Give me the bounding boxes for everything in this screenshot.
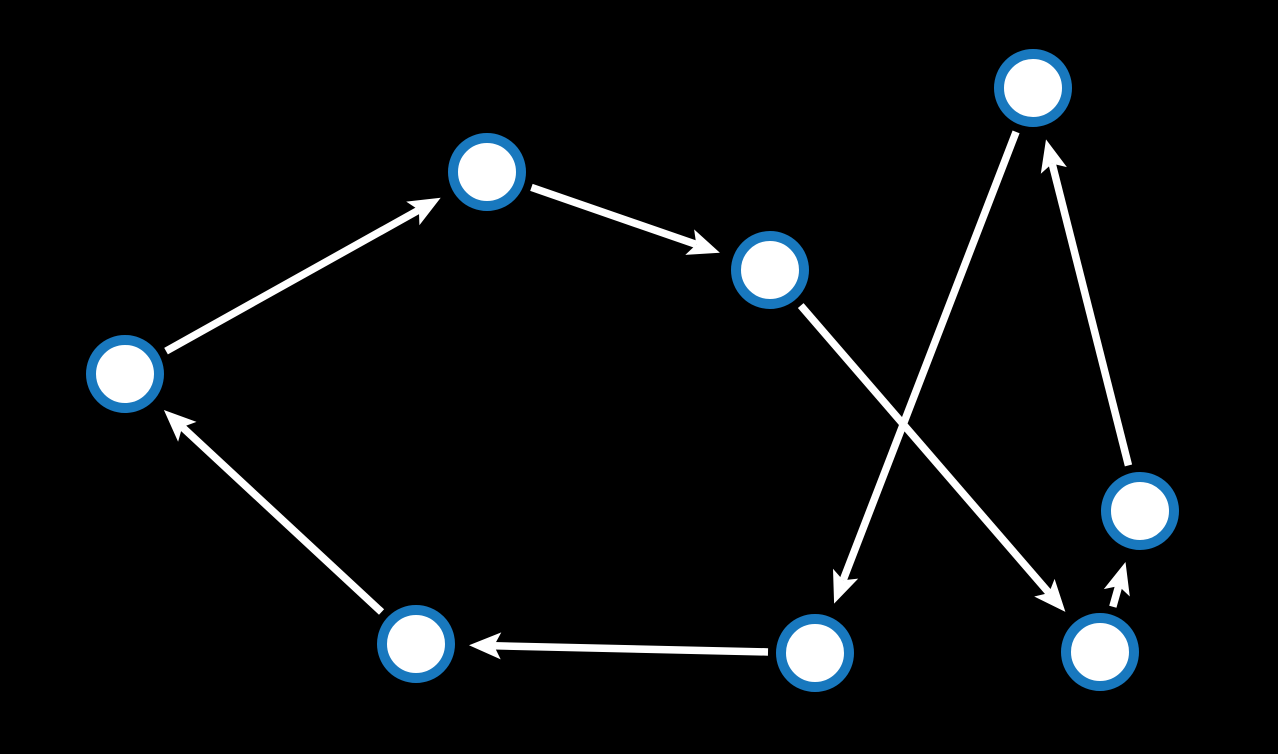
arrowhead-icon: [163, 410, 197, 442]
graph-edge-top-mid-to-mid: [530, 183, 720, 255]
graph-node-mid: [731, 231, 809, 309]
graph-node-top-right: [994, 49, 1072, 127]
edge-shaft: [839, 130, 1020, 582]
edge-shaft: [797, 303, 1052, 596]
edge-shaft: [164, 206, 421, 355]
graph-node-bottom-left: [377, 605, 455, 683]
edge-shaft: [530, 183, 698, 249]
arrowhead-icon: [685, 229, 720, 255]
arrowhead-icon: [1040, 139, 1067, 174]
graph-node-bottom-mid: [776, 614, 854, 692]
graph-node-right: [1101, 472, 1179, 550]
graph-edge-top-right-to-bottom-mid: [833, 130, 1020, 604]
graph-edge-bottom-mid-to-bottom-left: [469, 632, 769, 660]
arrowhead-icon: [1034, 578, 1066, 612]
graph-edge-mid-to-bottom-right: [797, 303, 1066, 612]
edge-shaft: [179, 424, 385, 615]
graph-node-top-mid: [448, 133, 526, 211]
graph-node-left: [86, 335, 164, 413]
graph-node-bottom-right: [1061, 613, 1139, 691]
edge-shaft: [493, 642, 769, 656]
edge-shaft: [1048, 162, 1133, 467]
arrowhead-icon: [406, 197, 441, 226]
graph-edge-left-to-top-mid: [164, 197, 441, 355]
arrowhead-icon: [833, 568, 859, 604]
arrowhead-icon: [469, 632, 502, 660]
edge-shaft: [1109, 585, 1123, 608]
graph-edge-bottom-left-to-left: [163, 410, 385, 615]
arrowhead-icon: [1103, 562, 1130, 597]
graph-edge-bottom-right-to-right: [1103, 562, 1130, 608]
graph-edge-right-to-top-right: [1040, 139, 1133, 467]
